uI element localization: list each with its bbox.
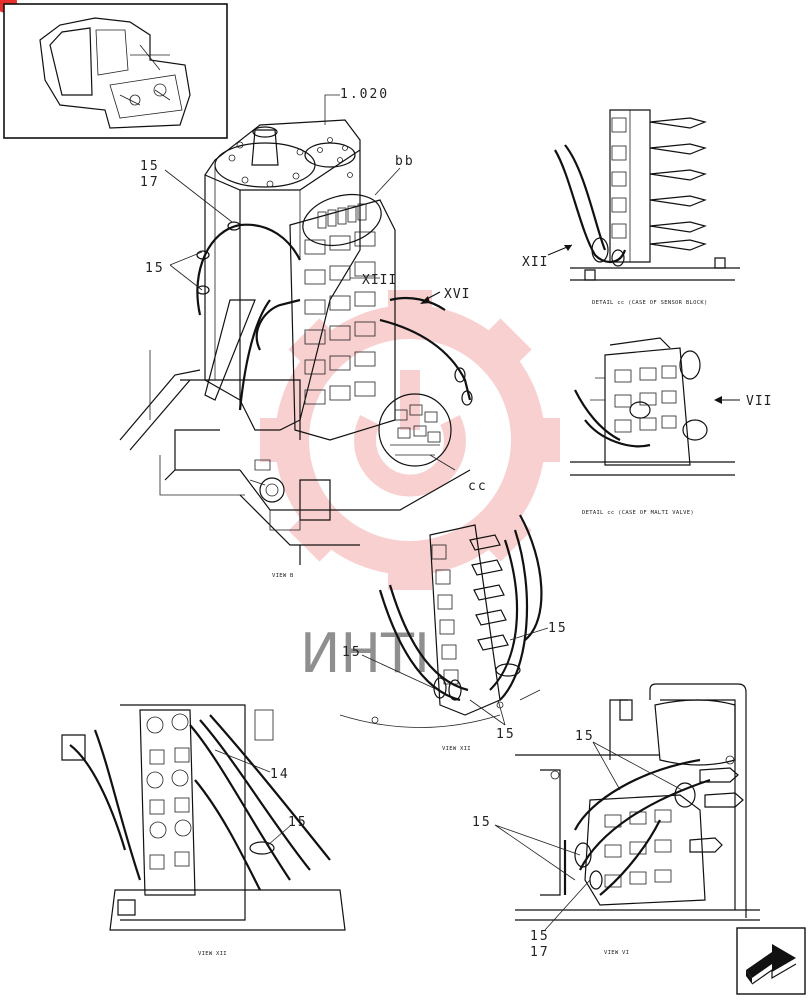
view-main-caption: VIEW B xyxy=(272,573,294,579)
view-bottom-left-caption: VIEW XII xyxy=(198,951,227,957)
view-xii-label: XII xyxy=(522,255,548,270)
item-14-label: 14 xyxy=(270,767,290,782)
view-xvi-label: XVI xyxy=(444,287,470,302)
item-15-label: 15 xyxy=(288,815,308,830)
next-page-button[interactable] xyxy=(736,927,806,995)
item-15-label: 15 xyxy=(145,261,165,276)
bottom-right-view-drawing xyxy=(494,683,760,931)
view-bottom-right-caption: VIEW VI xyxy=(604,950,629,956)
detail-multi-caption: DETAIL cc (CASE OF MALTI VALVE) xyxy=(582,510,694,516)
watermark-gear-icon xyxy=(260,290,560,590)
watermark-text: ИHTI xyxy=(300,622,430,685)
detail-sensor-caption: DETAIL cc (CASE OF SENSOR BLOCK) xyxy=(592,300,708,306)
bottom-left-view-drawing xyxy=(61,704,346,931)
next-page-arrow-icon xyxy=(746,944,797,985)
part-ref-label: 1.020 xyxy=(340,87,389,102)
detail-sensor-block-drawing xyxy=(547,109,740,281)
cab-thumbnail xyxy=(3,3,228,139)
bb-label: bb xyxy=(395,154,415,169)
item-17-label: 17 xyxy=(140,175,160,190)
item-15-label: 15 xyxy=(496,727,516,742)
view-vii-label: VII xyxy=(746,394,772,409)
item-15-label: 15 xyxy=(548,621,568,636)
detail-multi-valve-drawing xyxy=(570,337,740,476)
cc-label: cc xyxy=(468,479,488,494)
item-15-label: 15 xyxy=(575,729,595,744)
main-assembly-drawing xyxy=(119,94,473,565)
item-17-label: 17 xyxy=(530,945,550,960)
view-center-caption: VIEW XII xyxy=(442,746,471,752)
item-15-label: 15 xyxy=(140,159,160,174)
center-valve-view-drawing xyxy=(339,514,549,728)
view-xiii-label: XIII xyxy=(362,273,397,288)
item-15-label: 15 xyxy=(342,645,362,660)
item-15-label: 15 xyxy=(472,815,492,830)
item-15-label: 15 xyxy=(530,929,550,944)
